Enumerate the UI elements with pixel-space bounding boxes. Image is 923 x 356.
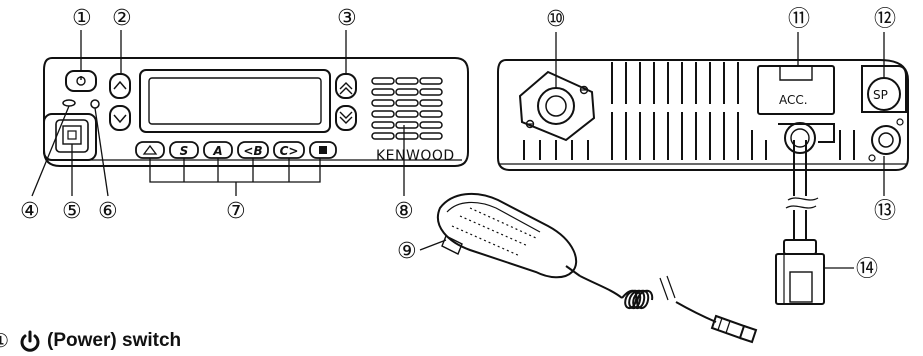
function-key-a-label: A [212,144,222,158]
acc-connector [757,65,835,115]
speaker-jack [861,65,907,113]
acc-plug [775,239,825,305]
volume-up-button[interactable] [335,73,357,99]
callout-2: ② [112,6,132,31]
caption: ① (Power) switch [0,328,181,354]
caption-number: ① [0,330,10,352]
function-key-a[interactable]: A [203,141,233,159]
speaker-grille [371,77,443,140]
front-panel [43,57,469,167]
function-key-s[interactable]: S [169,141,199,159]
antenna-connector [518,70,596,142]
callout-8: ⑧ [394,199,414,224]
power-icon [20,330,40,352]
function-key-stop[interactable] [309,141,337,159]
rear-leaders [555,32,885,269]
lcd-display [139,69,331,133]
status-led [62,99,76,107]
callout-5: ⑤ [62,199,82,224]
front-leaders [31,30,405,197]
callout-11: ⑪ [788,7,810,32]
channel-down-button[interactable] [109,105,131,131]
mic-jack-small [90,99,100,109]
microphone-cord [579,275,717,323]
callout-3: ③ [337,6,357,31]
channel-up-button[interactable] [109,73,131,99]
callout-7: ⑦ [226,199,246,224]
function-key-s-label: S [180,144,189,158]
callout-10: ⑩ [546,7,566,32]
acc-label: ACC. [779,93,808,107]
callout-14: ⑭ [856,257,878,282]
mic-leader [419,239,447,251]
function-key-up[interactable] [135,141,165,159]
acc-cable [785,140,819,240]
microphone-jack [43,113,97,161]
callout-6: ⑥ [98,199,118,224]
microphone [437,192,581,279]
power-button[interactable] [65,70,97,92]
brand-logo: KENWOOD [376,148,455,164]
callout-4: ④ [20,199,40,224]
function-key-c-label: C> [280,144,299,158]
sp-label: SP [873,88,888,102]
callout-12: ⑫ [874,7,896,32]
callout-9: ⑨ [397,239,417,264]
volume-down-button[interactable] [335,105,357,131]
function-key-c[interactable]: C> [273,141,305,159]
caption-text: (Power) switch [47,330,182,351]
callout-13: ⑬ [874,199,896,224]
function-key-b[interactable]: <B [237,141,269,159]
heatsink-fins [523,62,855,160]
cable-grommet [778,122,835,154]
function-key-b-label: <B [243,144,262,158]
microphone-plug [710,314,758,344]
callout-1: ① [72,6,92,31]
ground-terminal [868,118,904,162]
